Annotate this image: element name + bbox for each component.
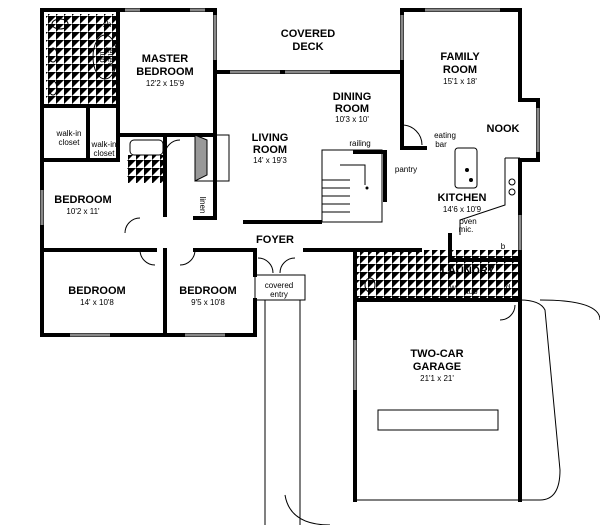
covered-deck-label: DECK <box>292 41 323 53</box>
hall-bath-floor <box>127 155 167 183</box>
family-room-label: ROOM <box>443 64 477 76</box>
washer-label: w <box>449 283 456 292</box>
kitchen-label: KITCHEN <box>438 192 487 204</box>
walk-in-closet-label: closet <box>59 138 81 147</box>
bedroom-label: BEDROOM <box>54 194 111 206</box>
family-room-dims: 15'1 x 18' <box>443 77 477 86</box>
oven-label: mic. <box>459 225 474 234</box>
family-room-label: FAMILY <box>440 51 480 63</box>
covered-deck-label: COVERED <box>281 28 335 40</box>
master-bedroom-label: BEDROOM <box>136 66 193 78</box>
fireplace <box>194 134 230 182</box>
kitchen-island <box>454 147 478 189</box>
kitchen-counter <box>459 157 520 235</box>
bedroom-dims: 9'5 x 10'8 <box>191 298 225 307</box>
covered-entry <box>254 274 306 301</box>
bedroom-label: BEDROOM <box>68 285 125 297</box>
kitchen-dims: 14'6 x 10'9 <box>443 205 482 214</box>
dryer-label: d <box>506 283 510 292</box>
walk-in-closet-label: walk-in <box>91 140 117 149</box>
jetted-tub-label: tub <box>98 51 107 63</box>
garage-label: GARAGE <box>413 361 461 373</box>
walk-in-closet-label: closet <box>94 149 116 158</box>
laundry-label: LAUNDRY <box>441 265 495 277</box>
broom-closet-label: b <box>501 242 506 251</box>
master-bedroom-label: MASTER <box>142 53 189 65</box>
master-bedroom-dims: 12'2 x 15'9 <box>146 79 185 88</box>
living-room-label: ROOM <box>253 144 287 156</box>
living-room-dims: 14' x 19'3 <box>253 156 287 165</box>
walk-in-closet-label: walk-in <box>56 129 82 138</box>
living-room-label: LIVING <box>252 132 289 144</box>
eating-bar-label: eating <box>434 131 456 140</box>
covered-entry-label: covered <box>265 281 293 290</box>
jetted-tub <box>92 34 118 80</box>
dining-room-label: ROOM <box>335 103 369 115</box>
hall-bathtub <box>129 139 164 156</box>
doors <box>124 124 516 321</box>
utility-tub-label: tub <box>466 287 478 296</box>
garage-dims: 21'1 x 21' <box>420 374 454 383</box>
toilet-icon <box>51 18 69 30</box>
foyer-label: FOYER <box>256 234 294 246</box>
dining-room-label: DINING <box>333 91 372 103</box>
bedroom-label: BEDROOM <box>179 285 236 297</box>
jetted-tub-label: jetted <box>106 46 115 67</box>
windows <box>40 8 540 390</box>
shower-label: sh <box>103 20 111 29</box>
pantry-label: pantry <box>395 165 417 174</box>
covered-entry-label: entry <box>270 290 288 299</box>
garage-label: TWO-CAR <box>410 348 463 360</box>
sink-icon <box>48 80 58 96</box>
laundry-floor <box>357 250 520 298</box>
bedroom-dims: 14' x 10'8 <box>80 298 114 307</box>
railing-label: railing <box>349 139 370 148</box>
sink-icon <box>48 47 58 63</box>
staircase <box>321 149 383 223</box>
bedroom-dims: 10'2 x 11' <box>66 207 100 216</box>
walkway <box>264 299 600 525</box>
interior-walls <box>40 8 522 337</box>
nook-label: NOOK <box>487 123 520 135</box>
oven-label: oven <box>459 217 476 226</box>
eating-bar-label: bar <box>435 140 447 149</box>
toilet-icon <box>364 277 376 293</box>
dining-room-dims: 10'3 x 10' <box>335 115 369 124</box>
linen-label: linen <box>198 197 207 214</box>
